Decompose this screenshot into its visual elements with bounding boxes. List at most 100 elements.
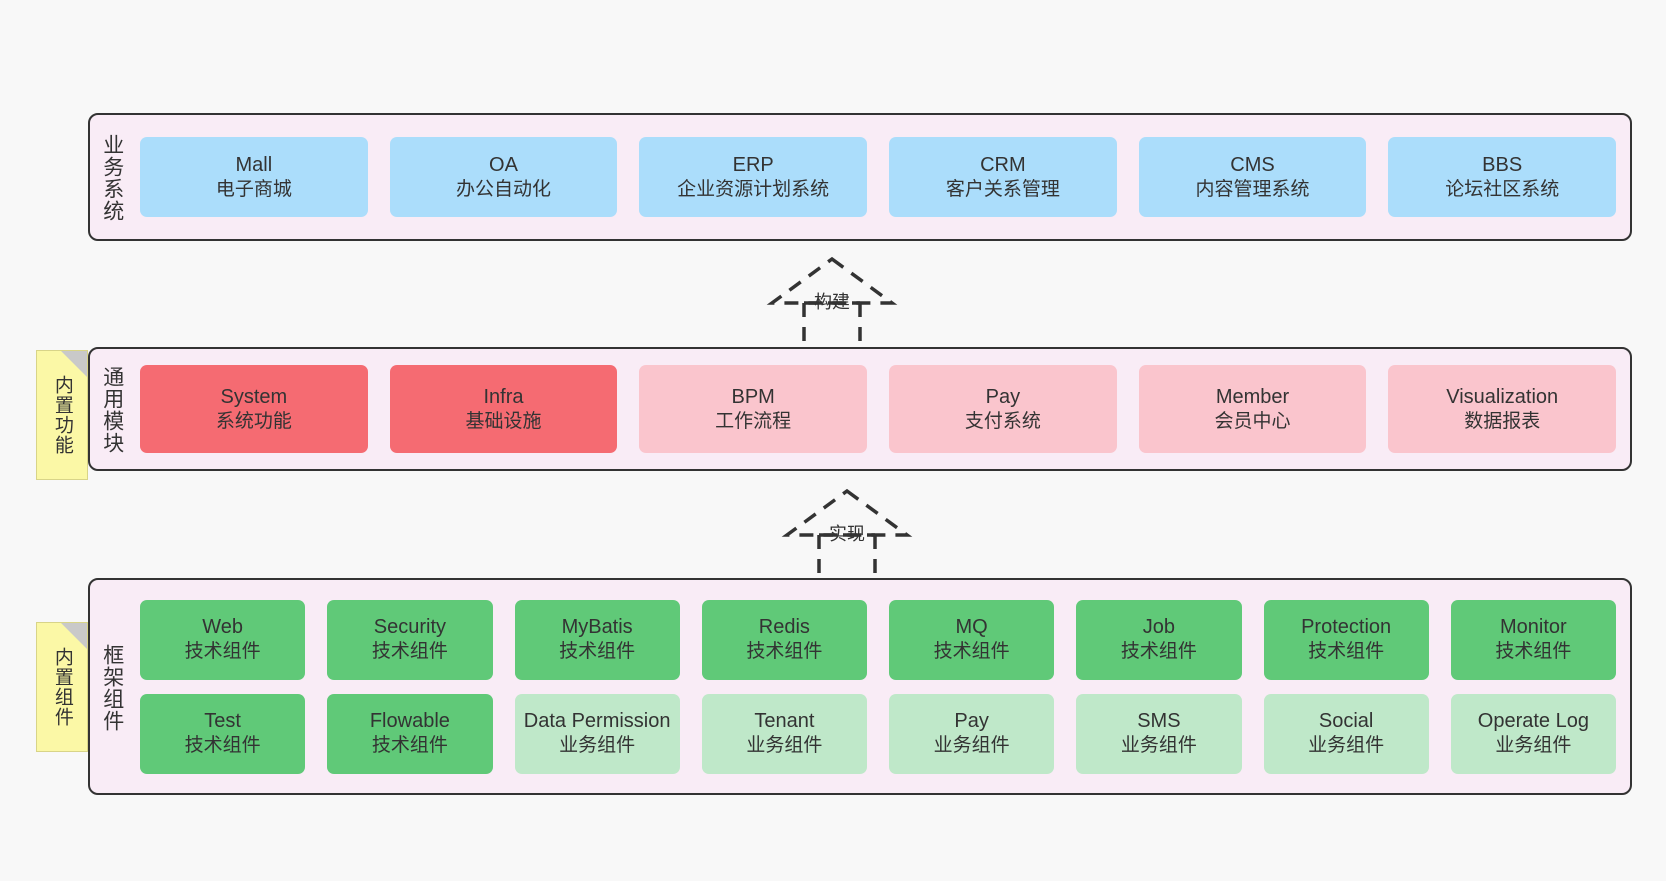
card-security[interactable]: Security 技术组件 [327, 599, 493, 680]
card-title: Test [204, 710, 241, 733]
card-data-permission[interactable]: Data Permission 业务组件 [514, 693, 680, 774]
card-subtitle: 技术组件 [371, 641, 448, 663]
card-subtitle: 技术组件 [559, 641, 636, 663]
card-operate-log[interactable]: Operate Log 业务组件 [1450, 693, 1616, 774]
card-bpm[interactable]: BPM 工作流程 [639, 365, 868, 453]
card-mybatis[interactable]: MyBatis 技术组件 [514, 599, 680, 680]
note-fold-corner-icon [61, 623, 87, 649]
card-row: Mall 电子商城 OA 办公自动化 ERP 企业资源计划系统 CRM 客户关系… [140, 137, 1617, 217]
note-builtin-components: 内置组件 [36, 622, 88, 752]
card-oa[interactable]: OA 办公自动化 [389, 137, 618, 217]
card-subtitle: 业务组件 [1120, 735, 1197, 757]
card-subtitle: 客户关系管理 [945, 178, 1060, 200]
card-pay-business[interactable]: Pay 业务组件 [889, 693, 1055, 774]
card-title: MyBatis [561, 616, 633, 639]
card-infra[interactable]: Infra 基础设施 [389, 365, 618, 453]
note-label: 内置功能 [51, 375, 73, 455]
note-label: 内置组件 [51, 647, 73, 727]
card-title: Flowable [369, 710, 450, 733]
card-subtitle: 技术组件 [184, 735, 261, 757]
card-title: CRM [980, 153, 1026, 176]
layer-title-common-modules: 通用模块 [100, 366, 124, 454]
card-job[interactable]: Job 技术组件 [1076, 599, 1242, 680]
card-subtitle: 系统功能 [215, 410, 292, 432]
card-social[interactable]: Social 业务组件 [1263, 693, 1429, 774]
card-title: SMS [1137, 710, 1181, 733]
card-title: ERP [732, 153, 774, 176]
card-member[interactable]: Member 会员中心 [1138, 365, 1367, 453]
layer-common-modules: 通用模块 System 系统功能 Infra 基础设施 BPM 工作流程 Pay… [88, 347, 1632, 471]
card-pay[interactable]: Pay 支付系统 [889, 365, 1117, 453]
card-flowable[interactable]: Flowable 技术组件 [327, 693, 493, 774]
card-subtitle: 业务组件 [746, 735, 823, 757]
card-title: Data Permission [523, 710, 671, 733]
card-monitor[interactable]: Monitor 技术组件 [1450, 599, 1616, 680]
layer-title-business-systems: 业务系统 [100, 134, 124, 222]
connector-implement-arrow-icon [781, 488, 913, 582]
connector-build-label: 构建 [814, 292, 850, 312]
card-subtitle: 技术组件 [1495, 641, 1572, 663]
card-title: BBS [1482, 153, 1523, 176]
card-subtitle: 企业资源计划系统 [677, 178, 830, 200]
card-title: Visualization [1446, 385, 1559, 408]
card-title: BPM [731, 385, 775, 408]
card-tenant[interactable]: Tenant 业务组件 [701, 693, 867, 774]
layer-framework-components: 框架组件 Web 技术组件 Security 技术组件 MyBatis 技术组件… [88, 578, 1632, 795]
layer-body-framework-components: Web 技术组件 Security 技术组件 MyBatis 技术组件 Redi… [134, 580, 1630, 793]
card-subtitle: 技术组件 [371, 735, 448, 757]
layer-title-framework-components: 框架组件 [100, 643, 124, 732]
card-title: Web [202, 616, 243, 639]
card-subtitle: 内容管理系统 [1195, 178, 1310, 200]
card-title: Member [1215, 385, 1290, 408]
card-subtitle: 办公自动化 [456, 178, 552, 200]
card-title: Mall [235, 153, 273, 176]
connector-implement-label: 实现 [829, 524, 865, 544]
note-builtin-features: 内置功能 [36, 350, 88, 480]
card-subtitle: 论坛社区系统 [1445, 178, 1560, 200]
connector-build: 构建 [752, 255, 912, 350]
card-title: Monitor [1500, 616, 1567, 639]
card-title: Operate Log [1477, 710, 1589, 733]
card-subtitle: 工作流程 [715, 410, 792, 432]
card-mall[interactable]: Mall 电子商城 [140, 137, 368, 217]
layer-body-business-systems: Mall 电子商城 OA 办公自动化 ERP 企业资源计划系统 CRM 客户关系… [134, 115, 1630, 239]
card-bbs[interactable]: BBS 论坛社区系统 [1388, 137, 1617, 217]
card-subtitle: 业务组件 [933, 735, 1010, 757]
card-test[interactable]: Test 技术组件 [140, 693, 306, 774]
card-sms[interactable]: SMS 业务组件 [1076, 693, 1242, 774]
card-title: CMS [1230, 153, 1275, 176]
card-title: OA [489, 153, 518, 176]
card-subtitle: 业务组件 [1308, 735, 1385, 757]
card-cms[interactable]: CMS 内容管理系统 [1138, 137, 1367, 217]
card-title: Pay [954, 710, 989, 733]
card-subtitle: 支付系统 [964, 410, 1041, 432]
card-crm[interactable]: CRM 客户关系管理 [889, 137, 1117, 217]
card-subtitle: 技术组件 [746, 641, 823, 663]
connector-build-arrow-icon [766, 256, 898, 350]
card-row: Test 技术组件 Flowable 技术组件 Data Permission … [140, 693, 1616, 774]
card-subtitle: 基础设施 [465, 410, 542, 432]
card-row: System 系统功能 Infra 基础设施 BPM 工作流程 Pay 支付系统… [140, 365, 1617, 453]
card-subtitle: 业务组件 [1495, 735, 1572, 757]
card-title: Social [1318, 710, 1374, 733]
card-title: Protection [1301, 616, 1392, 639]
card-subtitle: 数据报表 [1464, 410, 1541, 432]
layer-body-common-modules: System 系统功能 Infra 基础设施 BPM 工作流程 Pay 支付系统… [134, 349, 1630, 469]
card-web[interactable]: Web 技术组件 [140, 599, 306, 680]
card-title: MQ [955, 616, 988, 639]
connector-implement: 实现 [767, 487, 927, 582]
card-redis[interactable]: Redis 技术组件 [701, 599, 867, 680]
card-subtitle: 技术组件 [1308, 641, 1385, 663]
card-protection[interactable]: Protection 技术组件 [1263, 599, 1429, 680]
card-erp[interactable]: ERP 企业资源计划系统 [639, 137, 868, 217]
card-title: Job [1142, 616, 1175, 639]
card-subtitle: 会员中心 [1214, 410, 1291, 432]
card-mq[interactable]: MQ 技术组件 [889, 599, 1055, 680]
card-system[interactable]: System 系统功能 [140, 365, 368, 453]
card-title: Redis [758, 616, 810, 639]
card-visualization[interactable]: Visualization 数据报表 [1388, 365, 1617, 453]
card-subtitle: 业务组件 [559, 735, 636, 757]
card-subtitle: 电子商城 [215, 178, 292, 200]
card-subtitle: 技术组件 [1120, 641, 1197, 663]
